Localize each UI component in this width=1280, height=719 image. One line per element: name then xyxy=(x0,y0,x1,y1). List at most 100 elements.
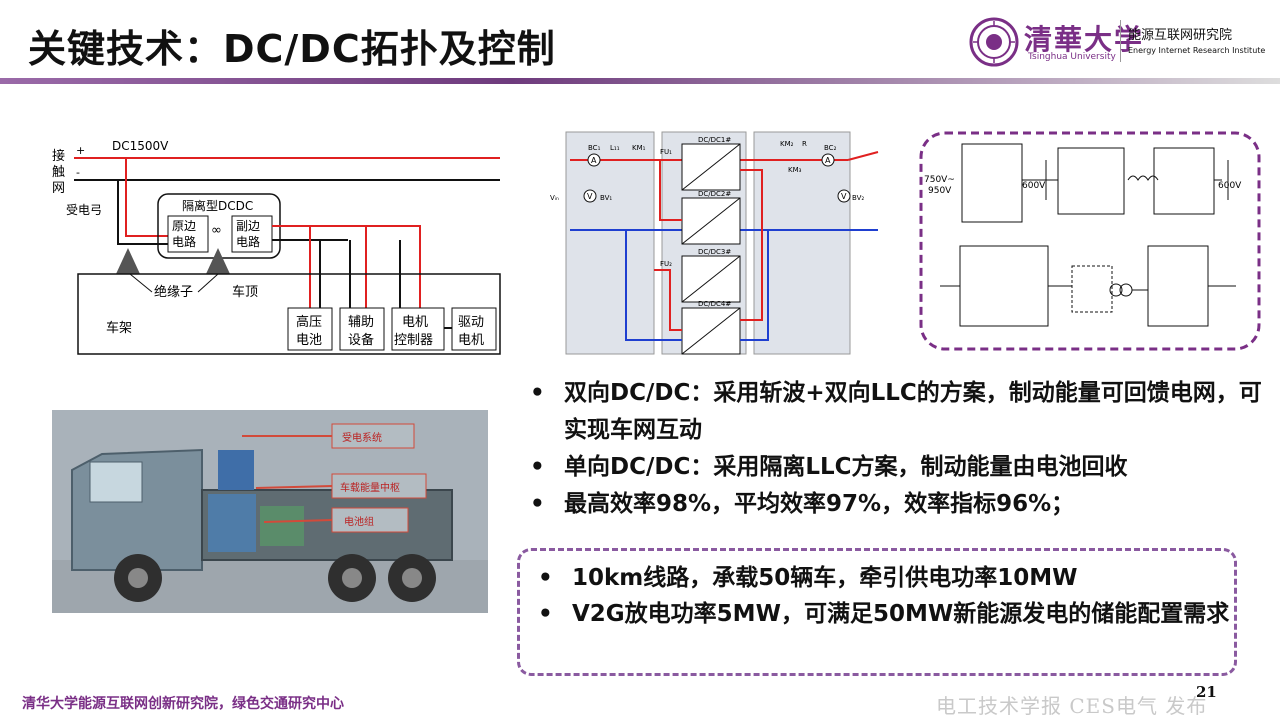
bullet-glyph: • xyxy=(530,380,545,406)
converter-2-label: DC/DC2# xyxy=(698,190,731,198)
bullet-text: 10km线路，承载50辆车，牵引供电功率10MW xyxy=(572,565,1078,591)
voltmeter-2-symbol: V xyxy=(841,192,847,201)
label-km2: KM₂ xyxy=(780,140,794,148)
seal-icon xyxy=(969,17,1019,67)
insulator-left xyxy=(116,248,140,274)
bullet-text: 单向DC/DC：采用隔离LLC方案，制动能量由电池回收 xyxy=(564,454,1128,480)
primary-circuit-box xyxy=(167,215,209,253)
red-feed-2 xyxy=(654,269,682,331)
system-diagram: 接 触 网 + - DC1500V 受电弓 隔离型DCDC 原边 电路 副边 电… xyxy=(52,139,501,355)
bullet-text: 双向DC/DC：采用斩波+双向LLC的方案，制动能量可回馈电网，可实现车网互动 xyxy=(564,380,1262,443)
footer-watermark: 电工技术学报 CES电气 发布 xyxy=(936,694,1208,718)
truck-illustration: 受电系统 车载能量中枢 电池组 xyxy=(52,410,488,613)
input-voltage-line-2: 950V xyxy=(928,186,952,196)
label-bv1: BV₁ xyxy=(600,194,612,202)
bullet-text: V2G放电功率5MW，可满足50MW新能源发电的储能配置需求 xyxy=(572,601,1230,627)
converter-blocks xyxy=(681,143,741,355)
photo-label-2: 车载能量中枢 xyxy=(340,481,400,494)
university-name: 清華大学 xyxy=(1024,23,1145,56)
red-out xyxy=(740,169,763,321)
bullet-glyph: • xyxy=(538,601,553,627)
primary-label-2: 电路 xyxy=(172,234,196,249)
output-positive xyxy=(847,151,879,161)
roof-leader-1 xyxy=(129,273,153,293)
dcdc-title: 隔离型DCDC xyxy=(182,198,253,213)
voltage-label: DC1500V xyxy=(112,139,169,153)
red-feed-1 xyxy=(659,160,682,221)
label-l1: L₁₁ xyxy=(610,144,620,152)
bullet-glyph: • xyxy=(530,454,545,480)
catenary-label-1: 接 xyxy=(52,148,65,164)
input-panel xyxy=(565,131,655,355)
frame-label: 车架 xyxy=(106,320,132,336)
load-4-line-1: 驱动 xyxy=(458,315,484,330)
bullet-item: • 双向DC/DC：采用斩波+双向LLC的方案，制动能量可回馈电网，可实现车网互动 xyxy=(522,375,1262,449)
highlight-box xyxy=(517,548,1237,676)
pantograph-wire-black xyxy=(117,180,168,245)
bullet-glyph: • xyxy=(530,491,545,517)
truck-photo: 受电系统 车载能量中枢 电池组 xyxy=(52,410,488,613)
blue-feed-1 xyxy=(625,230,682,341)
ammeter-2-icon xyxy=(821,153,835,167)
university-logo: 清華大学 Tsinghua University 能源互联网研究院 Energy… xyxy=(968,16,1268,67)
bullet-text: 最高效率98%，平均效率97%，效率指标96%； xyxy=(564,491,1075,517)
pantograph-label: 受电弓 xyxy=(66,203,102,217)
label-bc1: BC₁ xyxy=(588,144,601,152)
ammeter-1-icon xyxy=(587,153,601,167)
bullet-item: • 10km线路，承载50辆车，牵引供电功率10MW xyxy=(530,560,1230,596)
insulator-right xyxy=(206,248,230,274)
pantograph-wire-red xyxy=(125,158,168,237)
label-vin: Vᵢₙ xyxy=(550,194,559,202)
voltmeter-2-icon xyxy=(837,189,851,203)
load-box-2 xyxy=(339,307,385,351)
converter-3-label: DC/DC3# xyxy=(698,248,731,256)
label-km3: KM₃ xyxy=(788,166,802,174)
bullet-glyph: • xyxy=(538,565,553,591)
secondary-red-bus xyxy=(272,225,421,308)
voltmeter-1-icon xyxy=(583,189,597,203)
label-r: R xyxy=(802,140,807,148)
institute-name-en: Energy Internet Research Institute xyxy=(1128,46,1266,55)
load-3-line-1: 电机 xyxy=(402,315,428,330)
institute-name: 能源互联网研究院 xyxy=(1128,28,1233,43)
label-fu2: FU₂ xyxy=(660,260,672,268)
label-km1: KM₁ xyxy=(632,144,646,152)
university-name-en: Tsinghua University xyxy=(1028,52,1116,62)
logo-divider xyxy=(1120,20,1121,62)
load-2-line-1: 辅助 xyxy=(348,315,374,330)
load-3-line-2: 控制器 xyxy=(394,333,433,348)
chopper-llc-circuit xyxy=(961,143,1229,223)
catenary-label-3: 网 xyxy=(52,181,65,196)
output-panel xyxy=(753,131,851,355)
photo-label-1: 受电系统 xyxy=(342,431,382,444)
load-4-line-2: 电机 xyxy=(458,333,484,348)
bullet-item: • V2G放电功率5MW，可满足50MW新能源发电的储能配置需求 xyxy=(530,596,1230,632)
footer-organization: 清华大学能源互联网创新研究院，绿色交通研究中心 xyxy=(22,696,344,712)
secondary-label-2: 电路 xyxy=(236,234,260,249)
label-bv2: BV₂ xyxy=(852,194,864,202)
voltmeter-1-symbol: V xyxy=(587,192,593,201)
load-1-line-2: 电池 xyxy=(296,333,322,348)
converter-diagram: DC/DC1# DC/DC2# DC/DC3# DC/DC4# A V A V … xyxy=(550,131,879,355)
load-2-line-2: 设备 xyxy=(348,332,374,348)
roof-leader-2 xyxy=(197,273,219,293)
label-bc2: BC₂ xyxy=(824,144,837,152)
page-number: 21 xyxy=(1196,683,1217,701)
load-1-line-1: 高压 xyxy=(296,314,322,330)
bullet-list-main: • 双向DC/DC：采用斩波+双向LLC的方案，制动能量可回馈电网，可实现车网互动… xyxy=(522,375,1262,523)
ammeter-2-symbol: A xyxy=(825,156,831,165)
load-box-1 xyxy=(287,307,333,351)
roof-line xyxy=(77,273,501,355)
voltage-600-a: 600V xyxy=(1022,181,1046,191)
label-fu1: FU₁ xyxy=(660,148,672,156)
converter-1-label: DC/DC1# xyxy=(698,136,731,144)
voltage-600-b: 600V xyxy=(1218,181,1242,191)
insulator-label: 绝缘子 xyxy=(154,284,193,300)
converter-4-label: DC/DC4# xyxy=(698,300,731,308)
topology-frame xyxy=(919,131,1261,351)
plus-sign: + xyxy=(76,144,85,157)
bullet-item: • 单向DC/DC：采用隔离LLC方案，制动能量由电池回收 xyxy=(522,449,1262,486)
catenary-label-2: 触 xyxy=(52,165,65,180)
bullet-item: • 最高效率98%，平均效率97%，效率指标96%； xyxy=(522,486,1262,523)
transformer-icon: ∞ xyxy=(211,223,222,238)
